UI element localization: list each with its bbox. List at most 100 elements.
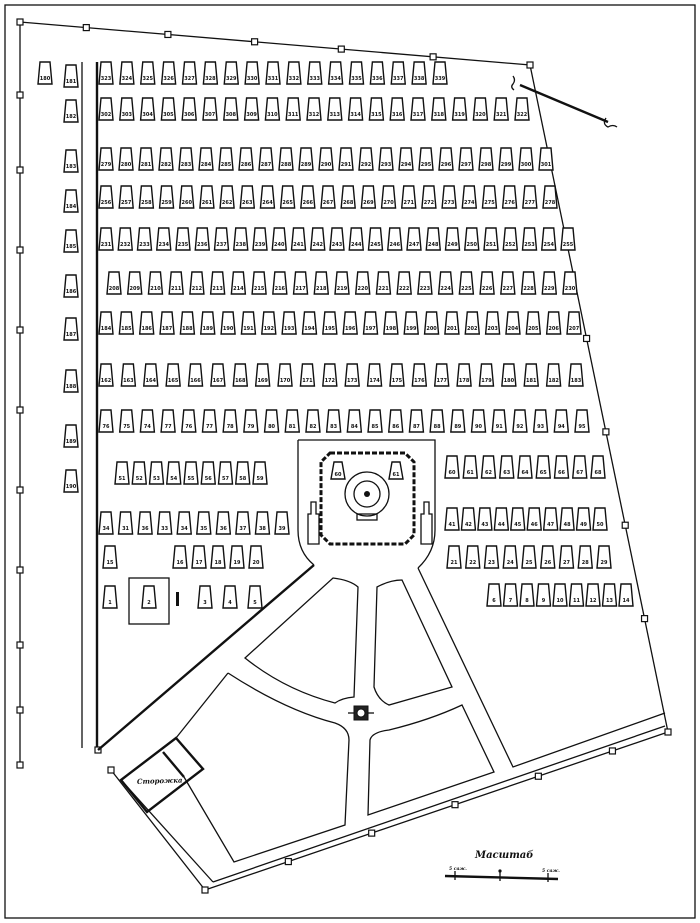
- marker-post: [176, 592, 179, 606]
- grave-label: 189: [203, 326, 214, 332]
- grave: [462, 455, 479, 479]
- grave: [119, 97, 135, 121]
- grave: [261, 311, 277, 335]
- grave: [406, 227, 422, 251]
- watchhouse-label: Сторожка: [137, 775, 183, 786]
- grave: [562, 271, 578, 295]
- grave-label: 65: [540, 470, 547, 476]
- grave-label: 86: [392, 424, 399, 430]
- grave: [358, 147, 374, 171]
- grave-label: 91: [496, 424, 503, 430]
- grave: [596, 545, 612, 569]
- grave: [512, 409, 528, 433]
- grave: [223, 61, 240, 85]
- grave-label: 198: [386, 326, 397, 332]
- grave-label: 60: [335, 472, 342, 478]
- grave-label: 95: [579, 424, 586, 430]
- grave-label: 190: [66, 484, 77, 490]
- fence-post: [429, 53, 437, 61]
- grave: [259, 185, 276, 209]
- grave: [441, 185, 457, 209]
- grave-label: 53: [153, 476, 160, 482]
- grave: [408, 409, 425, 433]
- grave-label: 20: [253, 560, 260, 566]
- grave: [139, 61, 156, 85]
- grave-label: 34: [181, 526, 188, 532]
- grave: [387, 409, 404, 433]
- grave-label: 309: [246, 112, 257, 118]
- grave-label: 174: [369, 378, 380, 384]
- grave-label: 312: [309, 112, 320, 118]
- grave-label: 226: [482, 286, 493, 292]
- grave: [232, 363, 249, 387]
- grave: [458, 271, 475, 295]
- grave-label: 281: [141, 162, 152, 168]
- grave: [63, 189, 79, 213]
- grave-label: 225: [461, 286, 472, 292]
- grave-label: 308: [226, 112, 237, 118]
- grave: [354, 271, 371, 295]
- grave: [330, 461, 346, 480]
- grave-label: 26: [544, 560, 551, 566]
- grave-label: 46: [531, 522, 538, 528]
- grave-label: 192: [264, 326, 275, 332]
- grave: [396, 271, 412, 295]
- grave-label: 279: [101, 162, 112, 168]
- grave: [138, 185, 155, 209]
- grave: [346, 409, 363, 433]
- grave: [142, 363, 159, 387]
- grave-label: 42: [465, 522, 472, 528]
- family-plot-enclosure: [128, 577, 170, 625]
- grave: [172, 545, 188, 569]
- grave-label: 93: [537, 424, 544, 430]
- grave: [327, 61, 344, 85]
- grave: [390, 61, 407, 85]
- grave: [230, 271, 247, 295]
- grave-label: 188: [66, 384, 77, 390]
- grave-label: 23: [488, 560, 495, 566]
- grave-label: 305: [163, 112, 174, 118]
- grave-label: 200: [426, 326, 437, 332]
- grave-label: 172: [325, 378, 336, 384]
- grave: [483, 545, 500, 569]
- grave-label: 260: [182, 200, 193, 206]
- grave: [202, 97, 218, 121]
- grave: [274, 511, 290, 535]
- grave: [63, 317, 79, 341]
- grave-label: 310: [267, 112, 278, 118]
- fence-post: [16, 166, 24, 174]
- grave: [517, 455, 533, 479]
- grave: [411, 363, 428, 387]
- grave-label: 286: [241, 162, 252, 168]
- block-upper-right: [373, 579, 453, 706]
- grave: [429, 409, 445, 433]
- grave-label: 85: [372, 424, 379, 430]
- grave-label: 303: [122, 112, 133, 118]
- grave: [575, 507, 592, 531]
- fence-post: [107, 766, 115, 774]
- grave: [217, 461, 234, 485]
- grave-label: 280: [121, 162, 132, 168]
- fence-post: [16, 246, 24, 254]
- grave-label: 183: [571, 378, 582, 384]
- block-lower-right: [367, 704, 495, 816]
- grave: [559, 507, 575, 531]
- grave: [342, 311, 358, 335]
- grave-label: 60: [449, 470, 456, 476]
- grave-label: 63: [503, 470, 510, 476]
- grave: [137, 511, 153, 535]
- grave: [248, 545, 264, 569]
- grave: [199, 185, 215, 209]
- roads: [97, 439, 666, 863]
- grave-label: 180: [40, 76, 51, 82]
- grave: [98, 511, 114, 535]
- obelisk: [420, 501, 433, 545]
- grave-label: 16: [177, 560, 184, 566]
- grave: [403, 311, 419, 335]
- grave-label: 262: [222, 200, 233, 206]
- grave: [277, 363, 293, 387]
- watchhouse: Сторожка: [119, 736, 205, 814]
- grave-label: 295: [421, 162, 432, 168]
- grave: [523, 363, 540, 387]
- grave-label: 163: [123, 378, 134, 384]
